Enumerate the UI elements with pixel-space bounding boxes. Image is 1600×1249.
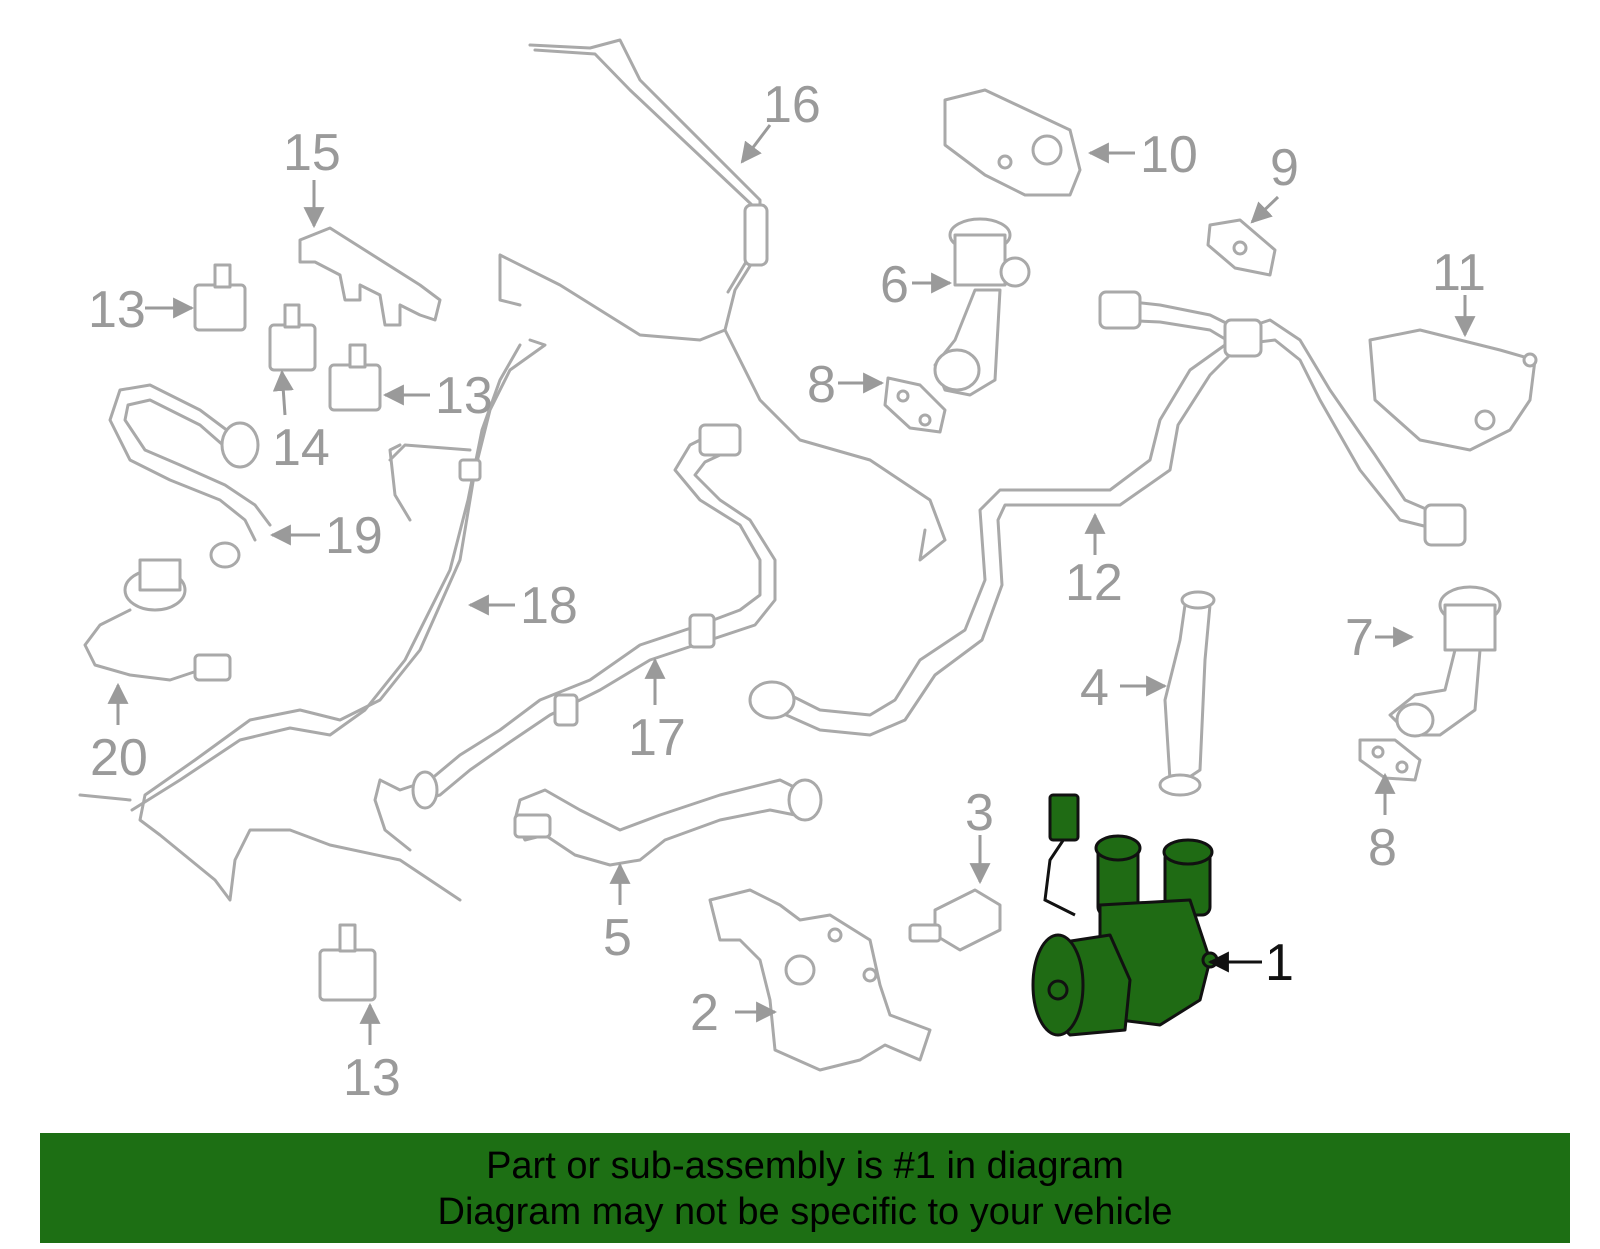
callout-8b: 8 xyxy=(1368,819,1397,877)
part-10-bracket xyxy=(943,88,1082,197)
callout-18: 18 xyxy=(520,577,578,635)
callout-7: 7 xyxy=(1345,609,1374,667)
part-3-damper xyxy=(908,888,1002,952)
callout-2: 2 xyxy=(690,984,719,1042)
callout-4: 4 xyxy=(1080,659,1109,717)
part-4-hose xyxy=(1158,590,1216,797)
callout-1: 1 xyxy=(1265,934,1294,992)
part-1-air-pump[interactable] xyxy=(1031,793,1219,1037)
part-15-hose xyxy=(298,226,442,327)
part-16-lines xyxy=(498,38,947,562)
callout-13b: 13 xyxy=(435,367,493,425)
callout-13c: 13 xyxy=(343,1049,401,1107)
part-17-hose xyxy=(373,423,777,852)
banner-line-1: Part or sub-assembly is #1 in diagram xyxy=(486,1145,1124,1187)
callout-16: 16 xyxy=(763,76,821,134)
part-20-sensor xyxy=(83,558,232,682)
part-2-bracket xyxy=(708,888,932,1072)
callout-19: 19 xyxy=(325,507,383,565)
part-6-valve xyxy=(933,217,1031,397)
callout-17: 17 xyxy=(628,709,686,767)
part-11-heat-shield xyxy=(1368,328,1538,452)
part-12-pipe xyxy=(748,290,1467,737)
banner-line-2: Diagram may not be specific to your vehi… xyxy=(437,1191,1173,1233)
callout-5: 5 xyxy=(603,909,632,967)
callout-13a: 13 xyxy=(88,281,146,339)
info-banner: Part or sub-assembly is #1 in diagram Di… xyxy=(40,1133,1570,1243)
part-19-hose xyxy=(108,383,272,569)
callout-9: 9 xyxy=(1270,139,1299,197)
callout-11: 11 xyxy=(1432,244,1486,302)
callout-20: 20 xyxy=(90,729,148,787)
part-13-valves xyxy=(193,263,382,1002)
part-5-hose xyxy=(513,778,823,867)
callout-10: 10 xyxy=(1140,126,1198,184)
callout-12: 12 xyxy=(1065,554,1123,612)
callout-8a: 8 xyxy=(807,356,836,414)
part-14-valve xyxy=(268,303,317,372)
callout-labels: 1 2 3 4 5 6 7 8 8 9 10 11 12 13 13 13 14… xyxy=(88,76,1486,1107)
callout-6: 6 xyxy=(880,256,909,314)
callout-14: 14 xyxy=(272,419,330,477)
part-8a-gasket xyxy=(883,376,947,434)
leader-arrows xyxy=(107,124,1476,1045)
part-9-sensor xyxy=(1206,218,1277,277)
callout-15: 15 xyxy=(283,124,341,182)
part-8b-gasket xyxy=(1358,738,1422,782)
part-7-valve xyxy=(1388,585,1502,738)
callout-3: 3 xyxy=(965,784,994,842)
part-18-line xyxy=(78,338,547,902)
